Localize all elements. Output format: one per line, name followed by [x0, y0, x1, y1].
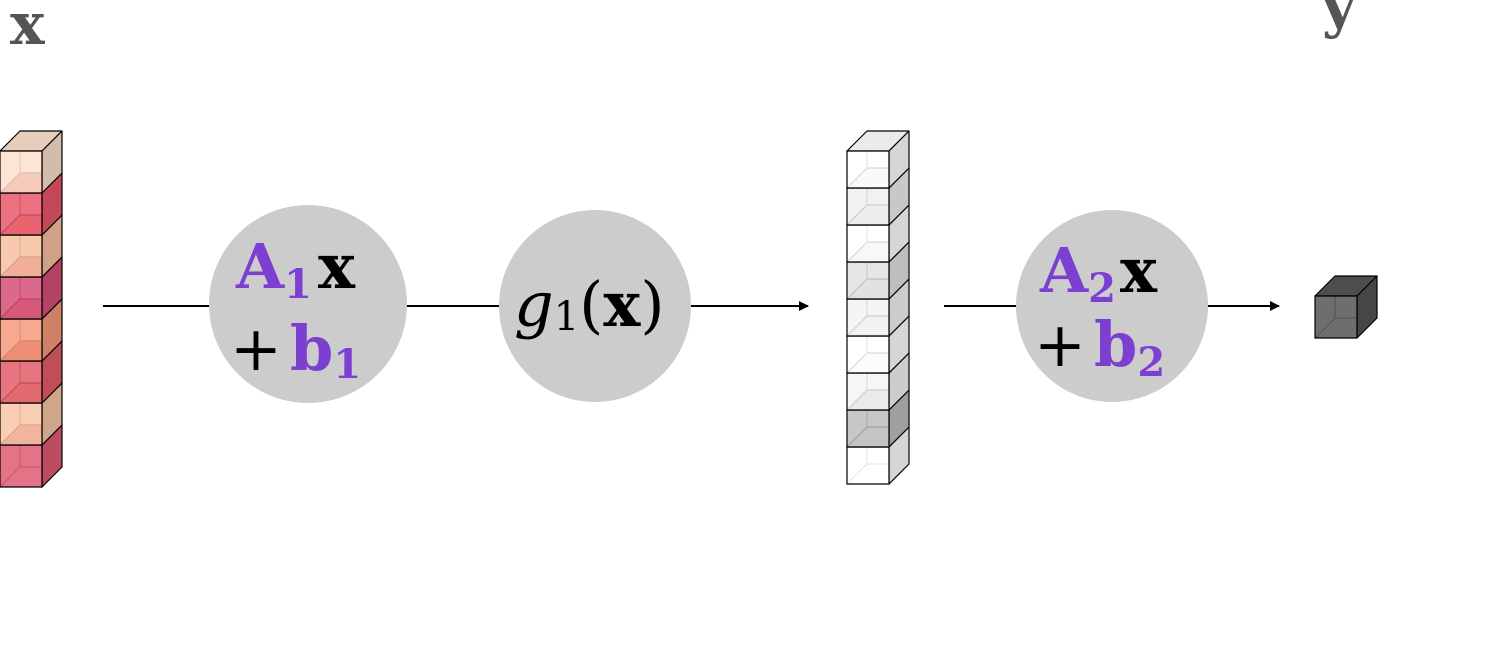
input-cell-6-front — [0, 360, 43, 404]
layer1-vector: x — [318, 230, 356, 303]
hidden-vector — [846, 130, 910, 485]
layer2-bias-subscript: 2 — [1137, 339, 1165, 386]
layer1-bias-subscript: 1 — [333, 341, 361, 388]
layer1-matrix: A — [235, 230, 285, 303]
layer2-vector: x — [1120, 234, 1158, 307]
layer2-matrix: A — [1039, 234, 1089, 307]
layer2-bottom-expression: +b2 — [1034, 308, 1165, 386]
hidden-cell-4-front — [846, 261, 890, 300]
input-label: x — [10, 0, 45, 58]
hidden-cell-7-front — [846, 372, 890, 411]
output-cube — [1314, 275, 1378, 339]
activation-function: g — [514, 268, 554, 341]
layer2-matrix-subscript: 2 — [1088, 265, 1116, 312]
layer1-circle — [209, 205, 407, 403]
input-cell-1-front — [0, 150, 43, 194]
input-cell-1 — [0, 130, 63, 194]
hidden-cell-5-front — [846, 298, 890, 337]
layer2-circle — [1016, 210, 1208, 402]
layer1-bias: b — [290, 312, 333, 385]
input-cell-2-front — [0, 192, 43, 236]
input-cell-7-front — [0, 402, 43, 446]
hidden-cell-9-front — [846, 446, 890, 485]
hidden-cell-2-front — [846, 187, 890, 226]
output-label: y — [1321, 0, 1358, 40]
activation-open-paren: ( — [579, 268, 603, 341]
layer1-node: A1x +b1 — [209, 205, 407, 403]
layer1-top-expression: A1x — [235, 230, 356, 308]
layer2-top-expression: A2x — [1039, 234, 1158, 312]
input-cell-3-front — [0, 234, 43, 278]
layer2-plus: + — [1034, 308, 1086, 381]
activation-argument: x — [603, 268, 641, 341]
layer1-matrix-subscript: 1 — [284, 261, 312, 308]
input-vector — [0, 130, 63, 488]
hidden-cell-3-front — [846, 224, 890, 263]
activation-function-subscript: 1 — [554, 294, 579, 340]
activation-expression: g1(x) — [514, 268, 665, 341]
activation-circle — [499, 210, 691, 402]
hidden-cell-8-front — [846, 409, 890, 448]
input-cell-5-front — [0, 318, 43, 362]
hidden-cell-6-front — [846, 335, 890, 374]
layer1-bottom-expression: +b1 — [230, 312, 361, 388]
output-cell-front — [1314, 295, 1358, 339]
layer1-plus: + — [230, 312, 282, 385]
activation-close-paren: ) — [640, 268, 664, 341]
hidden-cell-1 — [846, 130, 910, 189]
layer2-node: A2x +b2 — [1016, 210, 1208, 402]
input-cell-4-front — [0, 276, 43, 320]
output-cell — [1314, 275, 1378, 339]
activation-node: g1(x) — [499, 210, 691, 402]
hidden-cell-1-front — [846, 150, 890, 189]
layer2-bias: b — [1094, 308, 1137, 381]
input-cell-8-front — [0, 444, 43, 488]
